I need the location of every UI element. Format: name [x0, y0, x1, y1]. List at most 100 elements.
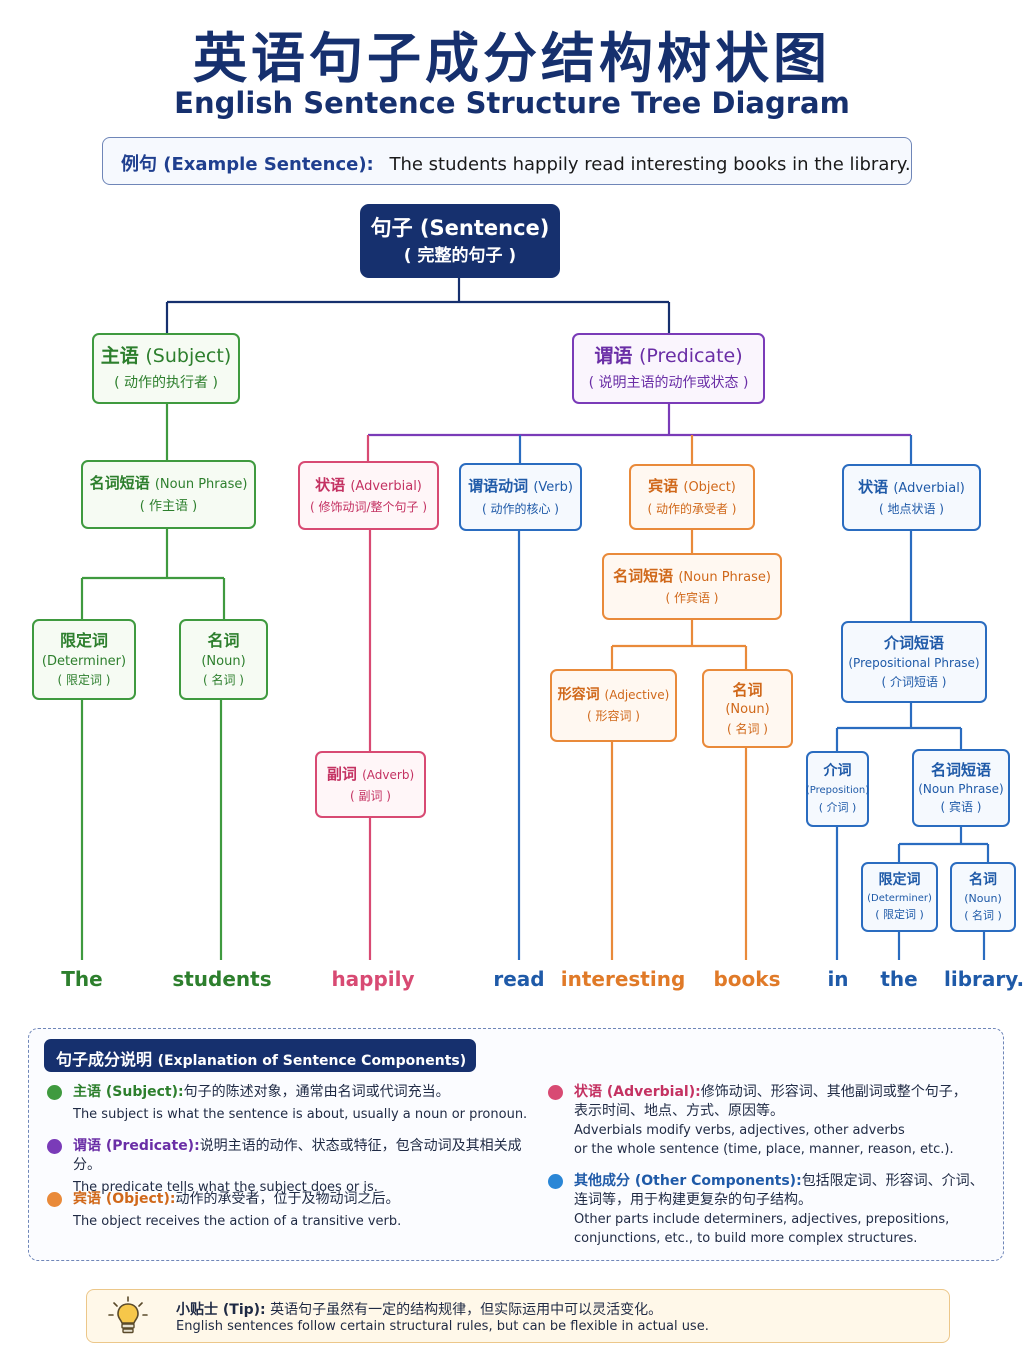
- word-the-2: the: [880, 967, 918, 991]
- node-pp-noun-phrase: 名词短语 (Noun Phrase) ( 宾语 ): [912, 749, 1010, 827]
- explanation-adverbial-key: 状语 (Adverbial):: [574, 1084, 701, 1100]
- word-in: in: [827, 967, 849, 991]
- tip-line-cn: 小贴士 (Tip): 英语句子虽然有一定的结构规律，但实际运用中可以灵活变化。: [176, 1299, 662, 1319]
- explanation-object-key: 宾语 (Object):: [73, 1191, 176, 1207]
- node-preposition: 介词 (Preposition) ( 介词 ): [806, 751, 869, 827]
- node-object: 宾语 (Object) ( 动作的承受者 ): [629, 464, 755, 530]
- node-prep-desc: ( 介词 ): [818, 801, 857, 815]
- node-pp-noun-cn: 名词: [969, 871, 997, 888]
- explanation-object-en: The object receives the action of a tran…: [73, 1214, 402, 1229]
- explanation-adverbial-en2: or the whole sentence (time, place, mann…: [574, 1142, 954, 1157]
- node-adverb-cn: 副词: [326, 765, 357, 784]
- node-verb-cn: 谓语动词: [468, 477, 529, 496]
- tip-box: [86, 1289, 950, 1343]
- node-sentence-title: 句子 (Sentence): [370, 216, 550, 241]
- node-object-noun-phrase: 名词短语 (Noun Phrase) ( 作宾语 ): [602, 553, 782, 620]
- explanation-other-cn2: 连词等，用于构建更复杂的句子结构。: [574, 1192, 812, 1208]
- node-adverb-desc: ( 副词 ): [350, 788, 391, 803]
- node-sentence: 句子 (Sentence) ( 完整的句子 ): [360, 204, 560, 278]
- node-adverb: 副词 (Adverb) ( 副词 ): [315, 751, 426, 818]
- explanation-adverbial: 状语 (Adverbial):修饰动词、形容词、其他副词或整个句子， 表示时间、…: [548, 1083, 994, 1159]
- tree-connectors: [80, 278, 990, 960]
- tip-line-en: English sentences follow certain structu…: [176, 1319, 709, 1334]
- word-happily: happily: [331, 967, 415, 991]
- node-object-desc: ( 动作的承受者 ): [647, 501, 737, 516]
- page-title: 英语句子成分结构树状图: [193, 27, 831, 90]
- node-pp-cn: 介词短语: [883, 633, 944, 652]
- node-predicate-cn: 谓语: [594, 344, 633, 367]
- lightbulb-icon: [108, 1296, 148, 1334]
- node-subject-noun-phrase: 名词短语 (Noun Phrase) ( 作主语 ): [81, 460, 256, 529]
- node-pp-np-cn: 名词短语: [930, 760, 991, 779]
- node-subject-np-desc: ( 作主语 ): [139, 498, 198, 514]
- node-adverbial1-cn: 状语: [315, 475, 346, 494]
- node-object-noun-cn: 名词: [732, 680, 763, 699]
- node-predicate-desc: ( 说明主语的动作或状态 ): [588, 374, 749, 391]
- node-subject-det-desc: ( 限定词 ): [57, 673, 111, 688]
- node-object-noun-en: (Noun): [725, 702, 770, 718]
- node-object-adjective: 形容词 (Adjective) ( 形容词 ): [550, 669, 677, 742]
- node-adverbial2-en: (Adverbial): [893, 480, 965, 496]
- node-pp-en: (Prepositional Phrase): [848, 656, 980, 671]
- node-adverbial1-desc: ( 修饰动词/整个句子 ): [309, 500, 428, 515]
- explanation-heading-cn: 句子成分说明: [56, 1050, 153, 1069]
- page-subtitle: English Sentence Structure Tree Diagram: [174, 86, 850, 120]
- node-object-en: (Object): [683, 480, 736, 496]
- node-pp-noun-en: (Noun): [964, 892, 1002, 905]
- explanation-adverbial-en: Adverbials modify verbs, adjectives, oth…: [574, 1123, 905, 1138]
- node-pp-np-desc: ( 宾语 ): [940, 800, 982, 815]
- node-object-np-desc: ( 作宾语 ): [665, 591, 719, 606]
- node-subject-desc: ( 动作的执行者 ): [114, 374, 218, 391]
- word-read: read: [493, 967, 545, 991]
- explanation-adverbial-cn: 修饰动词、形容词、其他副词或整个句子，: [700, 1084, 967, 1100]
- explanation-predicate-key: 谓语 (Predicate):: [73, 1138, 200, 1154]
- explanation-predicate-en: The predicate tells what the subject doe…: [73, 1180, 378, 1195]
- example-sentence: The students happily read interesting bo…: [389, 154, 911, 175]
- node-predicate-en: (Predicate): [639, 344, 743, 367]
- node-adverbial-place: 状语 (Adverbial) ( 地点状语 ): [842, 464, 981, 531]
- node-subject-np-en: (Noun Phrase): [154, 477, 248, 493]
- explanation-predicate-cn: 说明主语的动作、状态或特征，包含动词及其相关成分。: [73, 1138, 522, 1173]
- node-object-adj-cn: 形容词: [557, 686, 600, 703]
- node-object-adj-desc: ( 形容词 ): [587, 709, 640, 724]
- connector-predicate: [368, 404, 911, 437]
- node-adverbial1-en: (Adverbial): [350, 478, 422, 494]
- node-adverbial2-cn: 状语: [858, 477, 889, 496]
- word-students: students: [172, 967, 272, 991]
- node-pp-det-desc: ( 限定词 ): [875, 908, 924, 922]
- tip-cn: 英语句子虽然有一定的结构规律，但实际运用中可以灵活变化。: [270, 1302, 663, 1318]
- explanation-subject: 主语 (Subject):句子的陈述对象，通常由名词或代词充当。 The sub…: [47, 1083, 537, 1124]
- other-dot-icon: [548, 1174, 563, 1189]
- node-subject: 主语 (Subject) ( 动作的执行者 ): [92, 333, 240, 404]
- explanation-object-cn: 动作的承受者，位于及物动词之后。: [175, 1191, 400, 1207]
- node-pp-desc: ( 介词短语 ): [881, 675, 947, 690]
- word-interesting: interesting: [560, 967, 686, 991]
- explanation-other: 其他成分 (Other Components):包括限定词、形容词、介词、 连词…: [548, 1172, 994, 1248]
- connector-object: [610, 435, 748, 960]
- tip-key: 小贴士 (Tip):: [176, 1302, 266, 1318]
- node-subject-noun-desc: ( 名词 ): [203, 673, 244, 688]
- node-object-np-en: (Noun Phrase): [678, 569, 771, 585]
- connector-root: [165, 278, 671, 334]
- example-sentence-box: 例句 (Example Sentence): The students happ…: [102, 137, 912, 185]
- node-verb: 谓语动词 (Verb) ( 动作的核心 ): [459, 463, 582, 531]
- explanation-object: 宾语 (Object):动作的承受者，位于及物动词之后。 The object …: [47, 1190, 537, 1231]
- explanation-other-en: Other parts include determiners, adjecti…: [574, 1212, 950, 1227]
- adverbial-dot-icon: [548, 1085, 563, 1100]
- node-pp-np-en: (Noun Phrase): [918, 782, 1004, 797]
- explanation-subject-key: 主语 (Subject):: [73, 1084, 184, 1100]
- node-adverbial2-desc: ( 地点状语 ): [879, 502, 944, 517]
- node-subject-det-cn: 限定词: [59, 630, 108, 650]
- node-pp-determiner: 限定词 (Determiner) ( 限定词 ): [861, 862, 938, 932]
- explanation-predicate: 谓语 (Predicate):说明主语的动作、状态或特征，包含动词及其相关成分。…: [47, 1137, 547, 1197]
- predicate-dot-icon: [47, 1139, 62, 1154]
- node-pp-det-en: (Determiner): [867, 892, 932, 904]
- node-prep-cn: 介词: [823, 763, 852, 780]
- node-subject-en: (Subject): [145, 344, 232, 367]
- node-subject-np-cn: 名词短语: [89, 474, 150, 493]
- explanation-other-key: 其他成分 (Other Components):: [574, 1173, 802, 1189]
- node-subject-det-en: (Determiner): [41, 653, 127, 669]
- connector-subject: [80, 404, 226, 960]
- node-subject-noun-en: (Noun): [201, 653, 246, 669]
- node-pp-det-cn: 限定词: [878, 872, 921, 889]
